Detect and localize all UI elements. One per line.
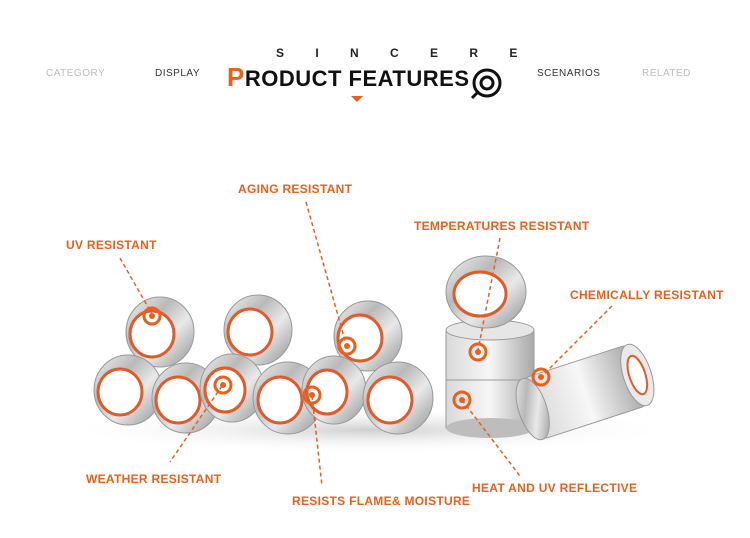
tape-roll xyxy=(223,294,293,366)
tape-roll xyxy=(445,255,527,329)
leader-uv xyxy=(119,257,153,315)
leader-weather xyxy=(169,385,223,463)
leader-aging xyxy=(305,201,347,345)
feature-uv-resistant: UV RESISTANT xyxy=(66,238,157,252)
nav-category[interactable]: CATEGORY xyxy=(46,68,106,79)
nav-scenarios[interactable]: SCENARIOS xyxy=(537,68,601,79)
tape-roll xyxy=(93,354,163,426)
marker-temperatures xyxy=(468,342,488,362)
title-rest: RODUCT FEATURES xyxy=(244,66,470,91)
feature-aging-resistant: AGING RESISTANT xyxy=(238,182,353,196)
leader-lines xyxy=(119,201,613,487)
tape-roll xyxy=(301,355,367,425)
tape-roll xyxy=(515,343,655,441)
feature-chemically-resistant: CHEMICALLY RESISTANT xyxy=(570,288,724,302)
nav-display[interactable]: DISPLAY xyxy=(155,68,200,79)
page-title: PRODUCT FEATURES xyxy=(227,62,470,93)
leader-chemical xyxy=(541,305,613,377)
marker-heat xyxy=(452,390,472,410)
feature-weather-resistant: WEATHER RESISTANT xyxy=(86,472,222,486)
leader-flame xyxy=(311,395,323,487)
feature-temperatures-resistant: TEMPERATURES RESISTANT xyxy=(414,219,590,233)
tape-roll xyxy=(362,361,434,435)
feature-resists-flame-moisture: RESISTS FLAME& MOISTURE xyxy=(292,494,471,508)
marker-weather xyxy=(213,375,233,395)
marker-uv xyxy=(142,306,162,326)
feature-heat-uv-reflective: HEAT AND UV REFLECTIVE xyxy=(472,481,638,495)
feature-markers xyxy=(142,306,551,410)
brand-name: S I N C E R E xyxy=(276,46,532,60)
leader-temperatures xyxy=(477,237,501,351)
marker-aging xyxy=(337,336,357,356)
marker-chemical xyxy=(531,367,551,387)
target-icon xyxy=(470,68,502,100)
active-indicator xyxy=(351,96,363,102)
marker-flame xyxy=(302,385,322,405)
title-first-letter: P xyxy=(227,62,245,92)
leader-heat xyxy=(461,399,521,477)
nav-related[interactable]: RELATED xyxy=(642,68,691,79)
